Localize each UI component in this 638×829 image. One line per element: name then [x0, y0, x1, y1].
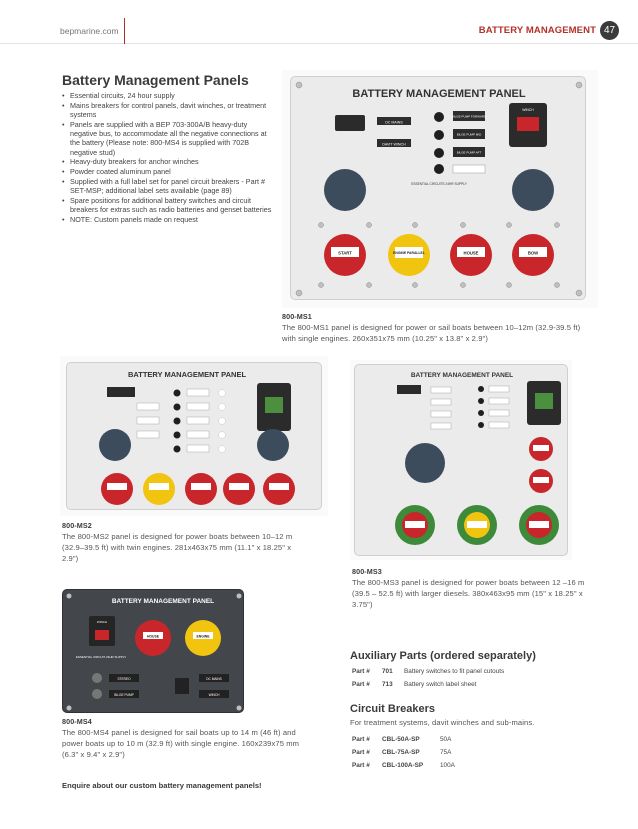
ms3-caption: 800-MS3 The 800-MS3 panel is designed fo…	[352, 566, 592, 610]
ms4-code: 800-MS4	[62, 717, 92, 726]
svg-text:ESSENTIAL CIRCUITS 24HR SUPPLY: ESSENTIAL CIRCUITS 24HR SUPPLY	[411, 182, 467, 186]
ms1-switch-label: HOUSE	[464, 251, 479, 256]
ms4-caption: 800-MS4 The 800-MS4 panel is designed fo…	[62, 716, 302, 760]
svg-text:BILGE PUMP FORWARD: BILGE PUMP FORWARD	[452, 115, 487, 119]
ms2-panel-title: BATTERY MANAGEMENT PANEL	[128, 370, 246, 379]
svg-text:WINCH: WINCH	[97, 620, 107, 624]
ms1-panel: BATTERY MANAGEMENT PANEL DC MAINS DAVIT …	[290, 76, 586, 300]
table-row: Part # CBL-50A-SP 50A	[352, 736, 452, 743]
svg-text:WINCH: WINCH	[522, 108, 534, 112]
ms1-photo: BATTERY MANAGEMENT PANEL DC MAINS DAVIT …	[282, 70, 598, 308]
feature-list: Essential circuits, 24 hour supply Mains…	[62, 91, 272, 224]
ms4-panel-title: BATTERY MANAGEMENT PANEL	[112, 598, 214, 605]
ms1-switch-label: ENGINE PARALLEL	[393, 251, 425, 255]
table-row: Part # 713 Battery switch label sheet	[352, 681, 477, 688]
svg-text:ENGINE: ENGINE	[197, 635, 211, 639]
section-title: BATTERY MANAGEMENT	[478, 25, 596, 36]
ms3-photo: BATTERY MANAGEMENT PANEL	[350, 360, 572, 560]
breakers-table: Part # CBL-50A-SP 50A Part # CBL-75A-SP …	[352, 733, 455, 772]
ms2-description: The 800-MS2 panel is designed for power …	[62, 532, 293, 563]
ms1-switch-label: START	[338, 251, 352, 256]
feature-item: Essential circuits, 24 hour supply	[62, 91, 272, 101]
page-number: 47	[600, 21, 619, 40]
header-divider	[124, 18, 125, 44]
site-url[interactable]: bepmarine.com	[60, 26, 119, 36]
auxiliary-table: Part # 701 Battery switches to fit panel…	[352, 665, 504, 691]
ms4-panel: BATTERY MANAGEMENT PANEL WINCH ESSENTIAL…	[62, 589, 244, 713]
feature-item: Mains breakers for control panels, davit…	[62, 101, 272, 120]
feature-item: Spare positions for additional battery s…	[62, 196, 272, 215]
ms3-description: The 800-MS3 panel is designed for power …	[352, 578, 585, 609]
table-row: Part # 701 Battery switches to fit panel…	[352, 668, 505, 675]
auxiliary-title: Auxiliary Parts (ordered separately)	[350, 650, 536, 662]
svg-text:BILGE PUMP MID: BILGE PUMP MID	[457, 133, 482, 137]
ms4-description: The 800-MS4 panel is designed for sail b…	[62, 728, 300, 759]
ms1-switch-label: BOW	[528, 251, 538, 256]
enquire-text: Enquire about our custom battery managem…	[62, 781, 262, 790]
ms3-panel: BATTERY MANAGEMENT PANEL	[354, 364, 568, 556]
feature-item: Powder coated aluminum panel	[62, 167, 272, 177]
ms2-caption: 800-MS2 The 800-MS2 panel is designed fo…	[62, 520, 302, 564]
feature-item: Panels are supplied with a BEP 703-300A/…	[62, 120, 272, 157]
feature-item: NOTE: Custom panels made on request	[62, 215, 272, 225]
svg-text:ESSENTIAL CIRCUIT 24HR SUPPLY: ESSENTIAL CIRCUIT 24HR SUPPLY	[76, 655, 126, 659]
ms1-label: DAVIT WINCH	[382, 143, 406, 147]
ms1-panel-graphic: BATTERY MANAGEMENT PANEL DC MAINS DAVIT …	[295, 81, 583, 297]
breakers-title: Circuit Breakers	[350, 703, 435, 715]
table-row: Part # CBL-100A-SP 100A	[352, 762, 455, 769]
svg-text:BILGE PUMP: BILGE PUMP	[114, 693, 134, 697]
ms1-panel-title: BATTERY MANAGEMENT PANEL	[352, 88, 525, 100]
svg-text:HOUSE: HOUSE	[147, 635, 160, 639]
feature-item: Heavy-duty breakers for anchor winches	[62, 157, 272, 167]
ms2-panel-graphic: BATTERY MANAGEMENT PANEL	[99, 370, 295, 505]
table-row: Part # CBL-75A-SP 75A	[352, 749, 452, 756]
svg-text:WINCH: WINCH	[209, 693, 220, 697]
ms1-code: 800-MS1	[282, 312, 312, 321]
ms2-code: 800-MS2	[62, 521, 92, 530]
feature-item: Supplied with a full label set for panel…	[62, 177, 272, 196]
ms3-panel-graphic: BATTERY MANAGEMENT PANEL	[395, 372, 561, 545]
breakers-subtitle: For treatment systems, davit winches and…	[350, 718, 535, 727]
ms3-code: 800-MS3	[352, 567, 382, 576]
page-title: Battery Management Panels	[62, 72, 249, 88]
ms2-photo: BATTERY MANAGEMENT PANEL	[60, 356, 328, 516]
ms1-caption: 800-MS1 The 800-MS1 panel is designed fo…	[282, 311, 582, 344]
ms2-panel: BATTERY MANAGEMENT PANEL	[66, 362, 322, 510]
svg-text:DC MAINS: DC MAINS	[206, 677, 222, 681]
ms3-panel-title: BATTERY MANAGEMENT PANEL	[411, 372, 513, 379]
ms1-label: DC MAINS	[385, 121, 403, 125]
page-header: bepmarine.com BATTERY MANAGEMENT 47	[0, 0, 638, 44]
svg-text:BILGE PUMP AFT: BILGE PUMP AFT	[457, 151, 482, 155]
ms4-panel-graphic: BATTERY MANAGEMENT PANEL WINCH ESSENTIAL…	[66, 593, 242, 711]
svg-text:STEREO: STEREO	[117, 677, 131, 681]
ms1-description: The 800-MS1 panel is designed for power …	[282, 323, 581, 343]
